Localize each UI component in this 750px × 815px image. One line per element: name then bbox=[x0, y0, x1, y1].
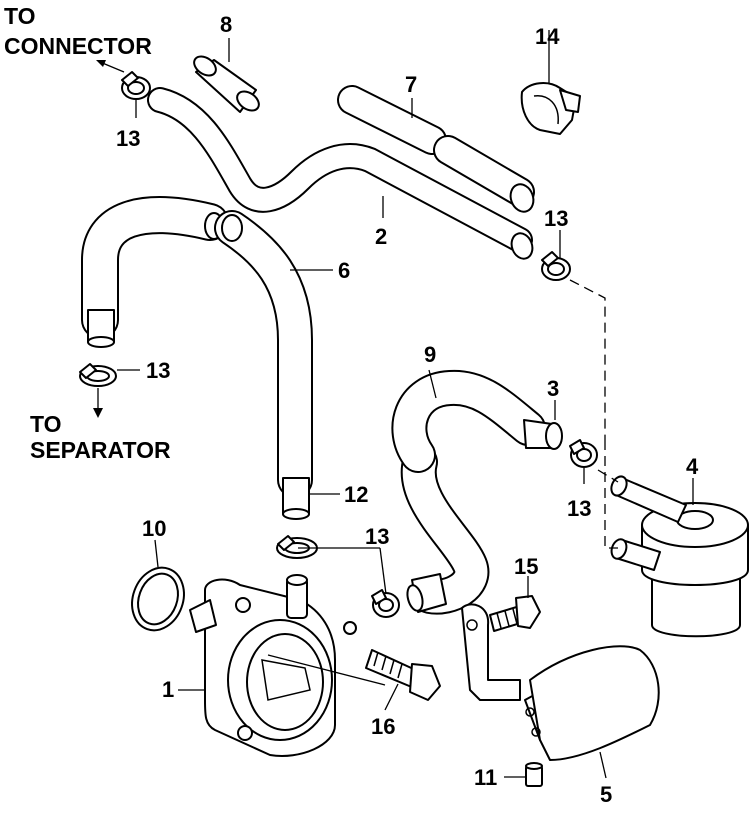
hose-part-12 bbox=[214, 210, 313, 520]
bolt-part-16 bbox=[365, 649, 441, 701]
callout-5: 5 bbox=[600, 782, 612, 807]
bolt-part-15 bbox=[489, 595, 541, 632]
callout-13-center: 13 bbox=[365, 524, 389, 549]
hose-part-9 bbox=[400, 444, 490, 615]
fuel-filter-part-4 bbox=[610, 475, 749, 638]
callout-9: 9 bbox=[424, 342, 436, 367]
callout-2: 2 bbox=[375, 224, 387, 249]
callout-11: 11 bbox=[474, 765, 497, 790]
clip-part-14 bbox=[520, 82, 581, 135]
callout-13-left: 13 bbox=[146, 358, 170, 383]
callout-13-filter: 13 bbox=[567, 496, 591, 521]
callout-6: 6 bbox=[338, 258, 350, 283]
clamp-part-13-a bbox=[121, 71, 151, 100]
hose-part-3 bbox=[391, 369, 563, 473]
connection-lines bbox=[569, 279, 619, 549]
bracket-part-5 bbox=[461, 603, 660, 761]
leader-lines bbox=[117, 30, 694, 779]
arrow-to-separator-icon bbox=[93, 388, 103, 418]
callouts: 8 14 13 7 13 2 6 13 9 3 4 13 12 10 13 15… bbox=[116, 12, 699, 807]
callout-15: 15 bbox=[514, 554, 538, 579]
callout-8: 8 bbox=[220, 12, 232, 37]
note-to-separator-line1: TO bbox=[30, 411, 62, 437]
clamp-part-13-c bbox=[79, 363, 117, 387]
note-to-separator-line2: SEPARATOR bbox=[30, 437, 171, 463]
o-ring-part-10 bbox=[131, 566, 185, 632]
sleeve-part-8 bbox=[193, 55, 260, 113]
hose-part-2 bbox=[147, 87, 534, 260]
callout-7: 7 bbox=[405, 72, 417, 97]
note-to-connector-line2: CONNECTOR bbox=[4, 33, 152, 59]
note-to-connector-line1: TO bbox=[4, 3, 36, 29]
arrow-to-connector-icon bbox=[96, 60, 125, 73]
hose-part-6 bbox=[81, 196, 229, 348]
clamp-part-13-e bbox=[276, 535, 318, 559]
clamp-part-13-b bbox=[541, 251, 571, 281]
fuel-pump-part-1 bbox=[189, 574, 357, 757]
callout-13-top-right: 13 bbox=[544, 206, 568, 231]
clamp-part-13-d bbox=[569, 439, 598, 468]
callout-10: 10 bbox=[142, 516, 166, 541]
callout-13-top-left: 13 bbox=[116, 126, 140, 151]
callout-14: 14 bbox=[535, 24, 560, 49]
callout-3: 3 bbox=[547, 376, 559, 401]
callout-4: 4 bbox=[686, 454, 699, 479]
callout-12: 12 bbox=[344, 482, 368, 507]
collar-part-11 bbox=[525, 762, 543, 787]
callout-16: 16 bbox=[371, 714, 395, 739]
hose-part-7 bbox=[337, 85, 535, 213]
callout-1: 1 bbox=[162, 677, 174, 702]
